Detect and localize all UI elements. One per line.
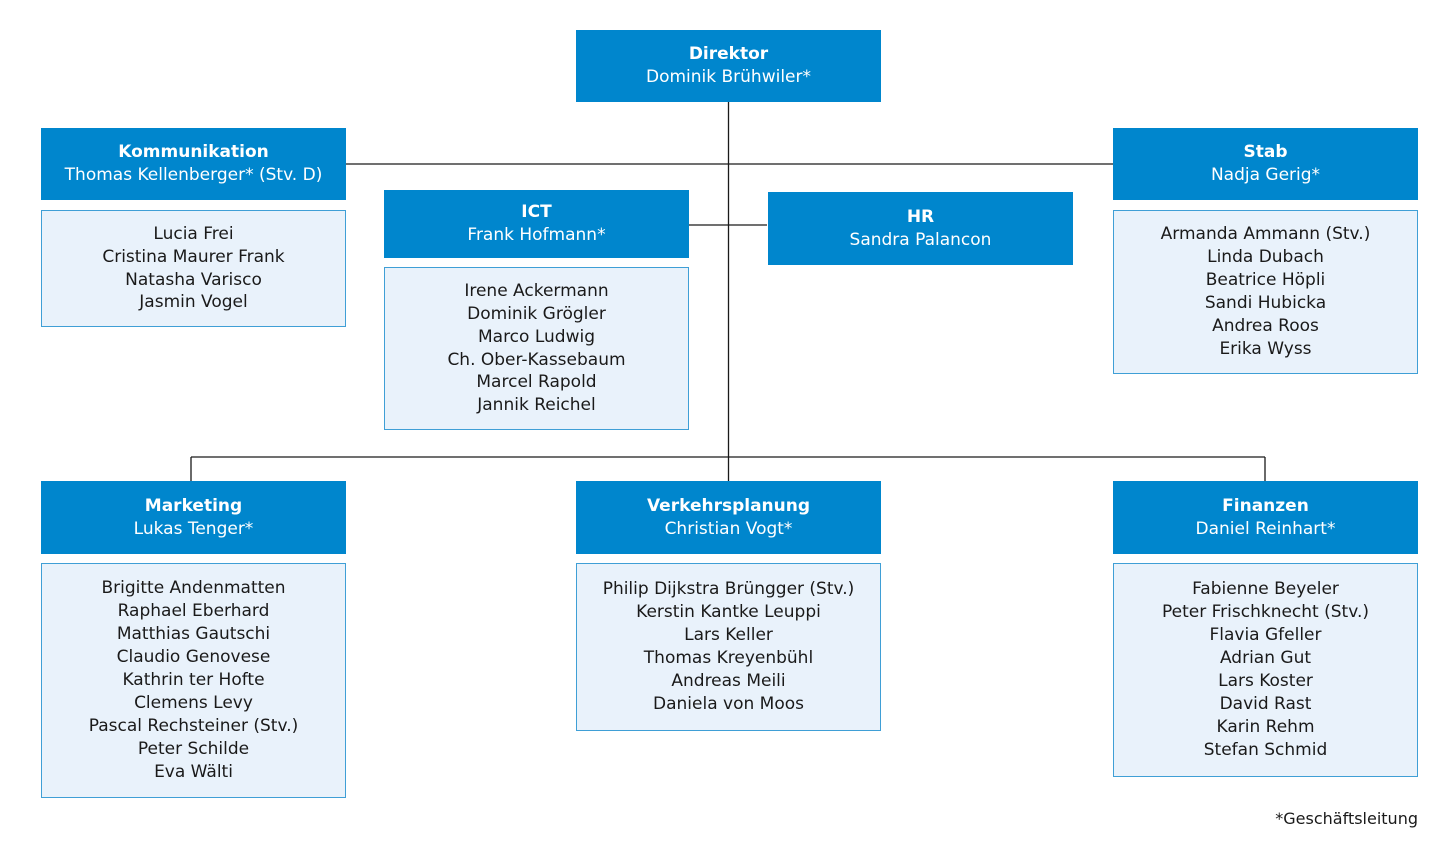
member: Kathrin ter Hofte: [122, 670, 265, 691]
finanzen-title: Finanzen: [1222, 495, 1309, 516]
member: Matthias Gautschi: [116, 624, 271, 645]
member: David Rast: [1219, 693, 1312, 714]
member: Linda Dubach: [1207, 247, 1324, 268]
stab-header: Stab Nadja Gerig*: [1113, 128, 1418, 200]
member: Pascal Rechsteiner (Stv.): [88, 715, 299, 736]
member: Adrian Gut: [1219, 648, 1312, 669]
member: Andrea Roos: [1212, 315, 1319, 336]
member: Cristina Maurer Frank: [102, 246, 285, 267]
member: Thomas Kreyenbühl: [643, 648, 814, 668]
kommunikation-lead: Thomas Kellenberger* (Stv. D): [64, 165, 323, 185]
footnote-geschaeftsleitung: *Geschäftsleitung: [1275, 809, 1418, 828]
member: Philip Dijkstra Brüngger (Stv.): [602, 579, 855, 600]
stab-lead: Nadja Gerig*: [1210, 165, 1321, 185]
finanzen-header: Finanzen Daniel Reinhart*: [1113, 481, 1418, 554]
ict-header: ICT Frank Hofmann*: [384, 190, 689, 258]
ict-members: Irene Ackermann Dominik Grögler Marco Lu…: [384, 267, 689, 430]
hr-header: HR Sandra Palancon: [768, 192, 1073, 265]
marketing-header: Marketing Lukas Tenger*: [41, 481, 346, 554]
member: Irene Ackermann: [464, 280, 609, 301]
director-title: Direktor: [688, 44, 769, 64]
member: Peter Schilde: [137, 738, 250, 759]
member: Kerstin Kantke Leuppi: [636, 602, 821, 623]
finanzen-members: Fabienne Beyeler Peter Frischknecht (Stv…: [1113, 563, 1418, 777]
stab-title: Stab: [1243, 142, 1288, 162]
hr-lead: Sandra Palancon: [849, 229, 992, 250]
member: Marcel Rapold: [476, 372, 597, 393]
verkehrsplanung-header: Verkehrsplanung Christian Vogt*: [576, 481, 881, 554]
member: Fabienne Beyeler: [1192, 579, 1339, 600]
hr-title: HR: [906, 206, 935, 227]
member: Sandi Hubicka: [1204, 293, 1327, 313]
member: Flavia Gfeller: [1209, 625, 1322, 646]
verkehrsplanung-title: Verkehrsplanung: [646, 495, 811, 516]
member: Eva Wälti: [154, 761, 233, 782]
member: Lucia Frei: [153, 223, 234, 244]
stab-members: Armanda Ammann (Stv.) Linda Dubach Beatr…: [1113, 210, 1418, 374]
member: Marco Ludwig: [477, 326, 595, 347]
member: Brigitte Andenmatten: [101, 578, 286, 599]
member: Dominik Grögler: [467, 303, 606, 324]
director-name: Dominik Brühwiler*: [645, 67, 812, 87]
member: Armanda Ammann (Stv.): [1160, 224, 1371, 245]
finanzen-lead: Daniel Reinhart*: [1195, 518, 1336, 539]
member: Raphael Eberhard: [117, 601, 270, 622]
marketing-lead: Lukas Tenger*: [133, 518, 254, 539]
verkehrsplanung-members: Philip Dijkstra Brüngger (Stv.) Kerstin …: [576, 563, 881, 731]
member: Andreas Meili: [671, 670, 786, 691]
ict-lead: Frank Hofmann*: [467, 225, 606, 245]
member: Beatrice Höpli: [1205, 270, 1326, 291]
member: Lars Keller: [684, 625, 773, 646]
member: Jasmin Vogel: [139, 292, 248, 313]
marketing-members: Brigitte Andenmatten Raphael Eberhard Ma…: [41, 563, 346, 798]
marketing-title: Marketing: [144, 495, 243, 516]
member: Stefan Schmid: [1203, 739, 1328, 760]
director-box: Direktor Dominik Brühwiler*: [576, 30, 881, 102]
member: Jannik Reichel: [477, 395, 596, 416]
member: Clemens Levy: [134, 692, 253, 713]
ict-title: ICT: [521, 202, 552, 222]
verkehrsplanung-lead: Christian Vogt*: [664, 518, 793, 539]
kommunikation-members: Lucia Frei Cristina Maurer Frank Natasha…: [41, 210, 346, 327]
member: Ch. Ober-Kassebaum: [447, 349, 626, 370]
member: Claudio Genovese: [116, 647, 271, 668]
member: Daniela von Moos: [653, 693, 804, 714]
kommunikation-header: Kommunikation Thomas Kellenberger* (Stv.…: [41, 128, 346, 200]
kommunikation-title: Kommunikation: [118, 142, 269, 162]
member: Karin Rehm: [1216, 716, 1315, 737]
member: Natasha Varisco: [125, 269, 262, 290]
member: Peter Frischknecht (Stv.): [1162, 602, 1369, 623]
member: Erika Wyss: [1219, 338, 1312, 359]
member: Lars Koster: [1218, 671, 1313, 691]
